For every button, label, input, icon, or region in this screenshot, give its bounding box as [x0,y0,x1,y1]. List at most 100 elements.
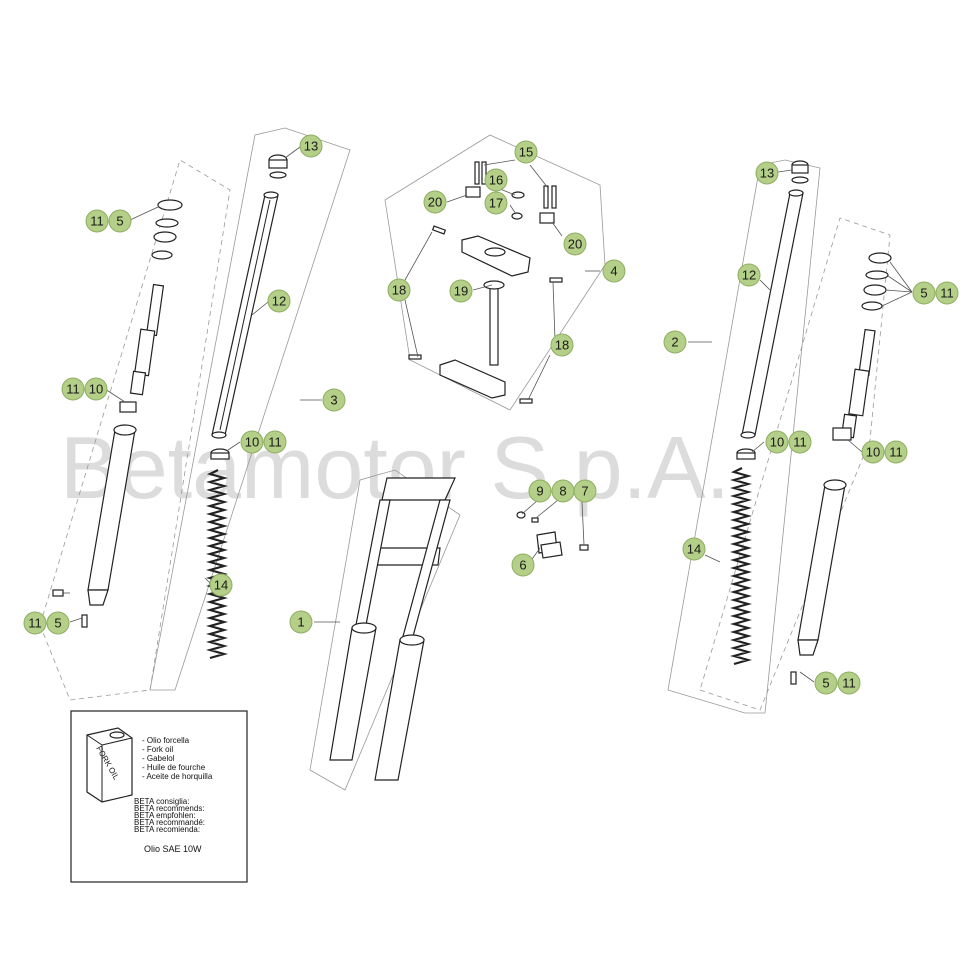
callout-11[interactable]: 11 [837,671,861,695]
callout-3[interactable]: 3 [322,388,346,412]
oil-rec-0: BETA consiglia: [134,797,189,806]
svg-text:20: 20 [568,237,582,252]
svg-text:18: 18 [392,283,406,298]
callout-13[interactable]: 13 [299,134,323,158]
triple-clamp-group [384,134,606,411]
svg-text:10: 10 [245,435,259,450]
oil-lang-2: - Gabelol [142,754,175,763]
callout-2[interactable]: 2 [663,330,687,354]
callout-10[interactable]: 10 [861,440,885,464]
callout-5[interactable]: 5 [46,611,70,635]
callout-18[interactable]: 18 [387,278,411,302]
oil-rec-3: BETA recommandé: [134,818,205,827]
left-inner-frame [149,127,351,691]
svg-text:18: 18 [555,338,569,353]
steering-stem [489,284,499,366]
callout-11[interactable]: 11 [85,209,109,233]
svg-text:11: 11 [940,286,954,301]
svg-text:11: 11 [842,676,856,691]
fork-cap-13-left [268,154,288,179]
svg-text:2: 2 [671,335,678,350]
callout-14[interactable]: 14 [682,537,706,561]
callout-11[interactable]: 11 [23,611,47,635]
callout-4[interactable]: 4 [602,259,626,283]
spring-14-right [729,467,753,666]
oil-rec-1: BETA recommends: [134,804,205,813]
callout-12[interactable]: 12 [267,289,291,313]
callout-11[interactable]: 11 [788,430,812,454]
svg-text:1: 1 [297,615,304,630]
svg-text:10: 10 [866,445,880,460]
svg-text:5: 5 [54,616,61,631]
callout-19[interactable]: 19 [449,279,473,303]
svg-text:13: 13 [304,139,318,154]
callout-18[interactable]: 18 [550,333,574,357]
svg-text:13: 13 [760,166,774,181]
fork-oil-box: FORK OIL - Olio forcella - Fork oil - Ga… [70,710,248,883]
callout-12[interactable]: 12 [737,263,761,287]
watermark: Betamotor S.p.A. [60,418,730,517]
callout-9[interactable]: 9 [528,479,552,503]
oil-rec-2: BETA empfohlen: [134,811,196,820]
oil-can-icon: FORK OIL [86,727,133,803]
oil-lang-1: - Fork oil [142,745,173,754]
bushing-10b-left [119,401,137,413]
svg-text:3: 3 [330,393,337,408]
callouts: 13 11 5 12 11 10 3 10 11 14 11 5 15 16 1… [23,134,959,695]
callout-5[interactable]: 5 [108,209,132,233]
callout-20[interactable]: 20 [563,232,587,256]
callout-10[interactable]: 10 [84,377,108,401]
svg-text:11: 11 [793,435,807,450]
callout-5[interactable]: 5 [912,281,936,305]
oil-lang-3: - Huile de fourche [142,763,206,772]
svg-text:11: 11 [90,214,104,229]
svg-text:5: 5 [822,676,829,691]
oil-language-list: - Olio forcella - Fork oil - Gabelol - H… [142,736,213,781]
callout-10[interactable]: 10 [765,430,789,454]
svg-text:11: 11 [28,616,42,631]
callout-15[interactable]: 15 [514,140,538,164]
callout-17[interactable]: 17 [484,191,508,215]
svg-text:4: 4 [610,264,617,279]
oil-grade: Olio SAE 10W [144,844,202,854]
oil-recommend-list: BETA consiglia: BETA recommends: BETA em… [134,797,205,834]
svg-text:14: 14 [214,578,228,593]
svg-text:19: 19 [454,284,468,299]
svg-text:12: 12 [742,268,756,283]
inner-tube-12-left [211,191,279,439]
svg-text:12: 12 [272,294,286,309]
svg-text:10: 10 [89,382,103,397]
callout-5[interactable]: 5 [814,671,838,695]
outer-tube-left [87,424,137,606]
svg-text:16: 16 [489,173,503,188]
svg-text:11: 11 [268,435,282,450]
svg-text:7: 7 [581,484,588,499]
left-lower-frame [39,159,231,701]
callout-6[interactable]: 6 [511,553,535,577]
callout-16[interactable]: 16 [484,168,508,192]
seal-stack-left [151,199,183,260]
svg-text:17: 17 [489,196,503,211]
callout-1[interactable]: 1 [289,610,313,634]
callout-11[interactable]: 11 [263,430,287,454]
svg-text:6: 6 [519,558,526,573]
callout-7[interactable]: 7 [573,479,597,503]
small-parts-group [516,511,589,559]
callout-8[interactable]: 8 [551,479,575,503]
callout-14[interactable]: 14 [209,573,233,597]
right-fork-group [667,159,892,714]
svg-text:15: 15 [519,145,533,160]
left-fork-group [39,127,351,701]
callout-11[interactable]: 11 [61,377,85,401]
callout-11[interactable]: 11 [884,440,908,464]
svg-text:11: 11 [66,382,80,397]
callout-20[interactable]: 20 [423,190,447,214]
oil-lang-0: - Olio forcella [142,736,190,745]
callout-10[interactable]: 10 [240,430,264,454]
oil-lang-4: - Aceite de horquilla [142,772,213,781]
callout-13[interactable]: 13 [755,161,779,185]
svg-text:14: 14 [687,542,701,557]
spring-14-left [205,469,229,660]
callout-11[interactable]: 11 [935,281,959,305]
